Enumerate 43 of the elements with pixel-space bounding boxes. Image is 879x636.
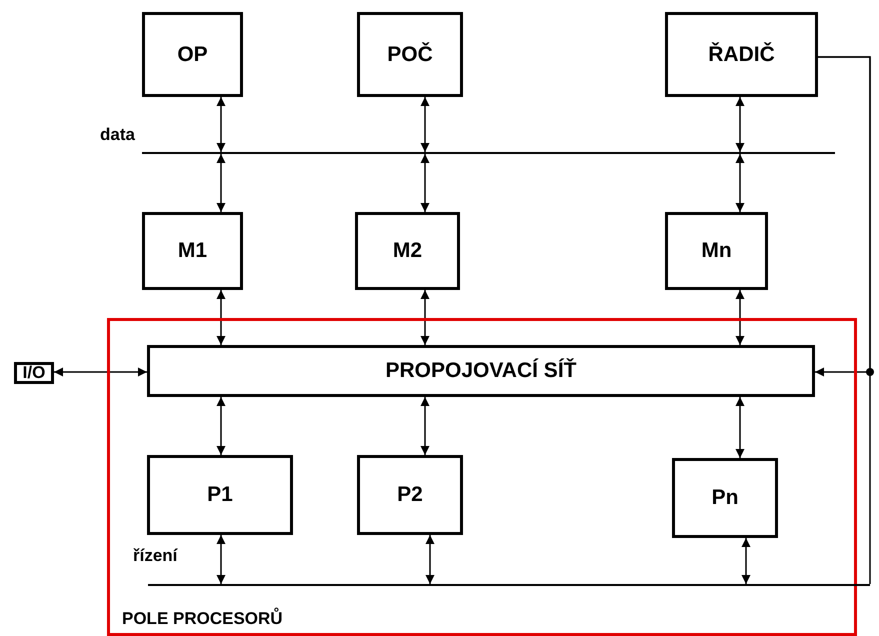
block-label: Pn	[712, 486, 738, 510]
bus-label: data	[100, 125, 135, 145]
block-label: P1	[207, 483, 233, 507]
arrow	[736, 154, 744, 212]
connector-line	[818, 56, 871, 585]
block-label: OP	[177, 42, 208, 66]
group-title: POLE PROCESORŮ	[122, 609, 283, 629]
block-label: M2	[392, 239, 422, 263]
bus-label: řízení	[133, 546, 178, 566]
arrow	[216, 535, 226, 584]
block-box	[142, 212, 243, 290]
block-box	[357, 455, 463, 535]
block-box	[357, 12, 463, 97]
bus-line	[148, 584, 870, 586]
arrow	[54, 368, 147, 376]
arrow	[426, 535, 434, 584]
arrow	[736, 97, 744, 152]
arrow	[216, 290, 226, 345]
block-box	[672, 458, 778, 538]
block-label: P2	[397, 483, 423, 507]
block-box	[665, 212, 768, 290]
arrow	[216, 154, 226, 212]
arrow	[420, 290, 430, 345]
block-box	[355, 212, 460, 290]
arrow	[420, 154, 430, 212]
arrow	[216, 397, 226, 455]
arrow	[420, 97, 430, 152]
arrow	[216, 97, 226, 152]
block-label: M1	[178, 239, 208, 263]
block-box	[147, 455, 293, 535]
block-label: POČ	[387, 42, 433, 66]
arrow	[736, 290, 744, 345]
block-box	[665, 12, 818, 97]
block-label: ŘADIČ	[708, 42, 775, 66]
arrow	[420, 397, 430, 455]
block-label: Mn	[701, 239, 732, 263]
arrow	[736, 397, 744, 458]
block-box	[147, 345, 815, 397]
block-box	[142, 12, 243, 97]
bus-line	[142, 152, 835, 154]
block-label: PROPOJOVACÍ SÍŤ	[386, 359, 576, 383]
port-label: I/O	[22, 363, 46, 383]
arrow	[742, 538, 750, 584]
